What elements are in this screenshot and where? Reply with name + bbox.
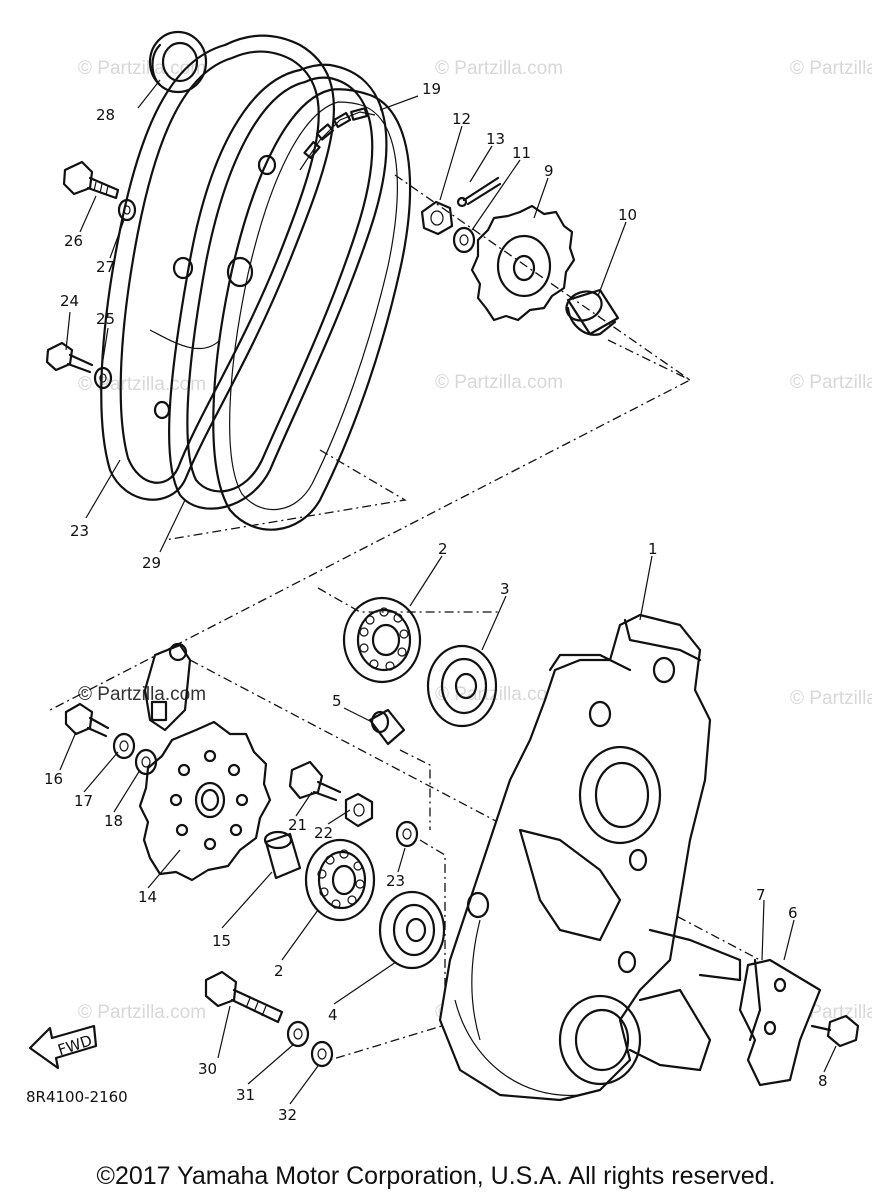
callout-31: 30 bbox=[198, 1060, 217, 1078]
callout-7: 7 bbox=[756, 886, 766, 904]
callout-5: 5 bbox=[332, 692, 342, 710]
callout-14: 14 bbox=[138, 888, 157, 906]
callout-11: 11 bbox=[512, 144, 531, 162]
watermark: © Partzilla.com bbox=[435, 372, 563, 393]
callout-30: 29 bbox=[142, 554, 161, 572]
sprocket-14 bbox=[138, 720, 272, 882]
bolt-31 bbox=[204, 970, 284, 1024]
callout-10: 10 bbox=[618, 206, 637, 224]
callout-9: 9 bbox=[544, 162, 554, 180]
chain-case-housing bbox=[438, 613, 742, 1102]
callout-3: 3 bbox=[500, 580, 510, 598]
watermark: © Partzilla.com bbox=[435, 684, 563, 705]
callout-13: 13 bbox=[486, 130, 505, 148]
bolt-8 bbox=[810, 1014, 860, 1048]
bearing-lower bbox=[304, 838, 376, 922]
callout-2-upper: 2 bbox=[438, 540, 448, 558]
callout-19: 19 bbox=[422, 80, 441, 98]
watermark: © Partzilla.com bbox=[790, 372, 872, 393]
bolt-16 bbox=[64, 702, 110, 738]
watermark: © Partzilla.com bbox=[78, 58, 206, 79]
cover-gasket bbox=[168, 63, 388, 510]
washer-18 bbox=[134, 748, 158, 776]
callout-12: 12 bbox=[452, 110, 471, 128]
callout-23-text: 23 bbox=[386, 872, 405, 890]
callout-28: 27 bbox=[96, 258, 115, 276]
callout-18: 18 bbox=[104, 812, 123, 830]
callout-21: 21 bbox=[288, 816, 307, 834]
chain-case-cover bbox=[100, 34, 336, 501]
callout-1: 1 bbox=[648, 540, 658, 558]
oil-seal-3 bbox=[426, 644, 498, 728]
washer-23 bbox=[395, 820, 419, 848]
callout-26: 25 bbox=[96, 310, 115, 328]
bearing-upper bbox=[342, 596, 422, 684]
callout-33: 32 bbox=[278, 1106, 297, 1124]
callout-29: 28 bbox=[96, 106, 115, 124]
callout-labels: 28 19 12 13 11 9 10 26 27 24 25 23 29 2 … bbox=[26, 80, 828, 1124]
callout-25: 24 bbox=[60, 292, 79, 310]
collar-15 bbox=[263, 830, 302, 880]
nut-12 bbox=[420, 200, 454, 236]
callout-17: 17 bbox=[74, 792, 93, 810]
callout-27: 26 bbox=[64, 232, 83, 250]
copyright-notice: ©2017 Yamaha Motor Corporation, U.S.A. A… bbox=[96, 1162, 776, 1190]
fitting-5 bbox=[368, 708, 406, 746]
watermark: © Partzilla.com bbox=[790, 58, 872, 79]
callout-32: 31 bbox=[236, 1086, 255, 1104]
cotter-pin-13 bbox=[456, 176, 502, 208]
callout-24: 23 bbox=[70, 522, 89, 540]
forward-arrow-icon: FWD bbox=[28, 1024, 98, 1070]
callout-4: 4 bbox=[328, 1006, 338, 1024]
washer-33 bbox=[310, 1040, 334, 1068]
bolt-27 bbox=[62, 160, 120, 200]
callout-15: 15 bbox=[212, 932, 231, 950]
washer-28 bbox=[117, 198, 137, 222]
drive-chain bbox=[212, 88, 412, 531]
washer-17 bbox=[112, 732, 136, 760]
collar-10 bbox=[565, 288, 620, 336]
nut-22 bbox=[344, 792, 374, 828]
washer-26 bbox=[93, 366, 113, 390]
bolt-25 bbox=[45, 341, 94, 374]
callout-8: 8 bbox=[818, 1072, 828, 1090]
washer-32 bbox=[286, 1020, 310, 1048]
part-number-code: 8R4100-2160 bbox=[26, 1088, 128, 1106]
callout-22: 22 bbox=[314, 824, 333, 842]
sprocket-9 bbox=[470, 204, 576, 322]
watermark-layer: © Partzilla.com © Partzilla.com © Partzi… bbox=[78, 58, 872, 1023]
callout-leaders bbox=[59, 79, 837, 1105]
washer-11 bbox=[452, 226, 476, 254]
callout-6: 6 bbox=[788, 904, 798, 922]
bolt-21 bbox=[288, 760, 342, 802]
callout-16: 16 bbox=[44, 770, 63, 788]
callout-2-lower: 2 bbox=[274, 962, 284, 980]
watermark: © Partzilla.com bbox=[78, 1002, 206, 1023]
watermark: © Partzilla.com bbox=[790, 688, 872, 709]
watermark: © Partzilla.com bbox=[435, 58, 563, 79]
plate-6-7 bbox=[738, 958, 822, 1087]
oil-seal-4 bbox=[378, 890, 446, 970]
watermark: © Partzilla.com bbox=[78, 684, 206, 705]
tensioner-bracket bbox=[143, 642, 192, 732]
